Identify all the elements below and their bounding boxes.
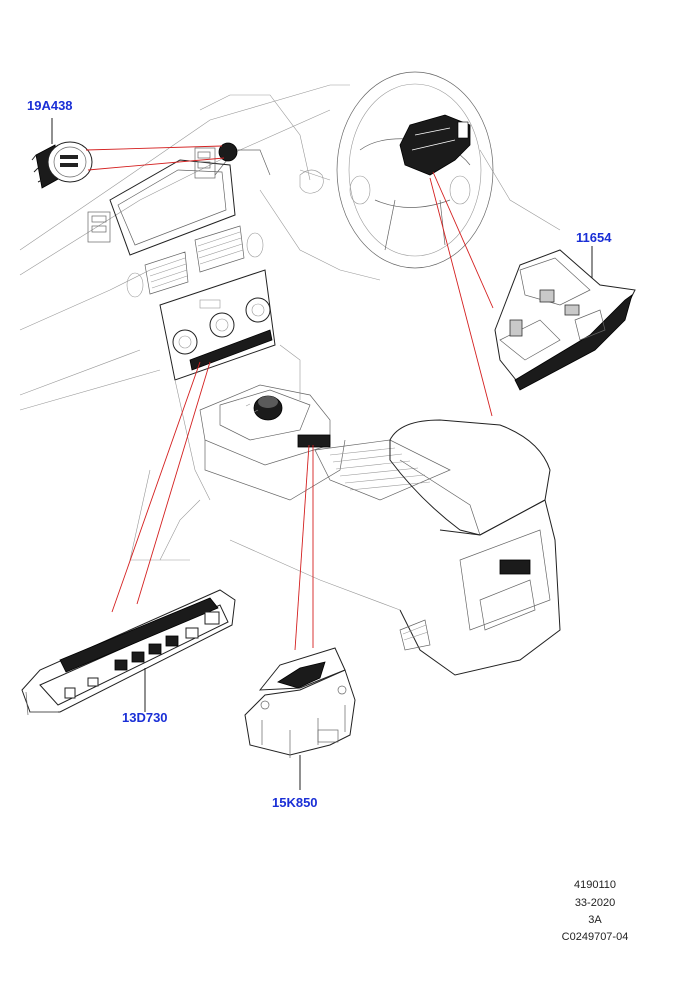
callout-11654[interactable]: 11654: [576, 230, 612, 245]
steering-switch-module: [399, 114, 471, 176]
callout-15K850[interactable]: 15K850: [272, 795, 318, 810]
dashboard-outline: [19, 84, 561, 561]
steering-wheel: [299, 71, 494, 269]
callout-19A438[interactable]: 19A438: [27, 98, 73, 113]
centre-console: [159, 419, 561, 676]
part-13D730-switch-panel: [21, 361, 236, 716]
part-11654-switch-pack: [429, 171, 636, 417]
centre-stack-lower: [174, 344, 331, 501]
infotainment-screen: [87, 147, 236, 256]
climate-control-panel: [159, 269, 276, 381]
callout-13D730[interactable]: 13D730: [122, 710, 168, 725]
drawing-reference: C0249707-04: [561, 931, 629, 943]
drawing-date: 33-2020: [574, 897, 616, 909]
air-vents: [126, 225, 264, 298]
drawing-number: 4190110: [573, 879, 616, 891]
part-15K850-console-switch: [244, 444, 356, 790]
drawing-revision: 3A: [588, 914, 602, 926]
part-19A438-usb-socket: [31, 118, 238, 189]
